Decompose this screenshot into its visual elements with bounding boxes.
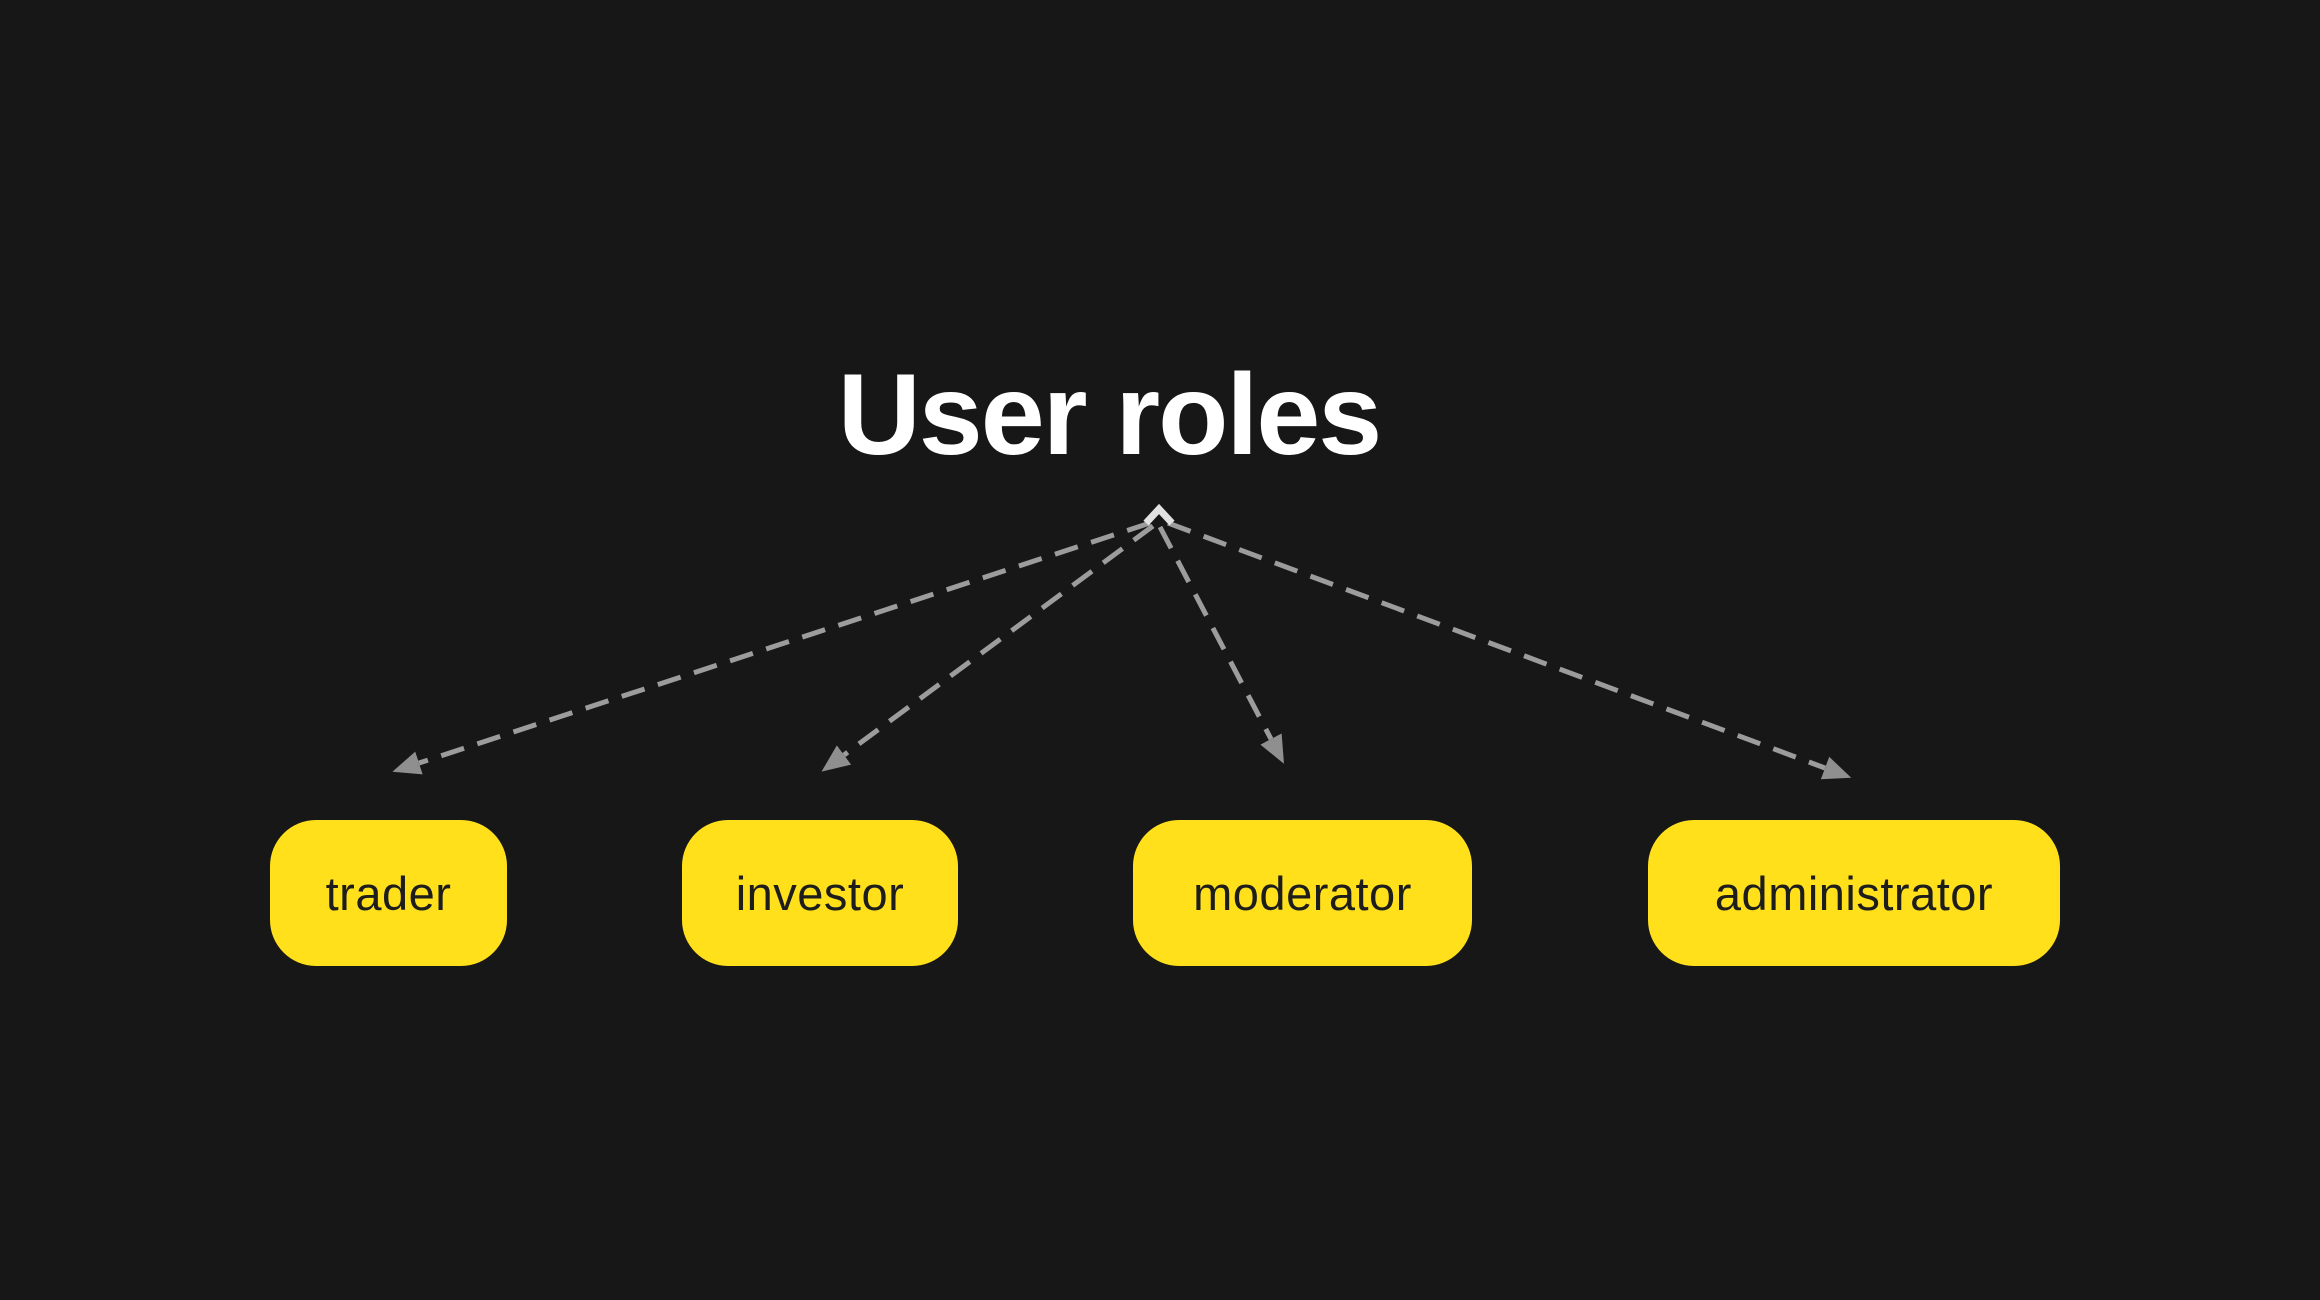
connector-title-investor[interactable] [821,523,1155,772]
node-trader[interactable]: trader [270,820,507,966]
origin-up-arrowhead-icon [1143,503,1175,526]
node-label: trader [325,866,452,920]
node-label: moderator [1193,866,1412,920]
node-moderator[interactable]: moderator [1133,820,1472,966]
node-administrator[interactable]: administrator [1648,820,2060,966]
node-label: investor [735,866,905,920]
node-investor[interactable]: investor [682,820,958,966]
connector-title-moderator[interactable] [1157,525,1284,764]
connector-title-administrator[interactable] [1167,520,1852,780]
connector-title-trader[interactable] [392,520,1151,775]
node-label: administrator [1714,866,1994,920]
page-title[interactable]: User roles [837,351,1383,479]
